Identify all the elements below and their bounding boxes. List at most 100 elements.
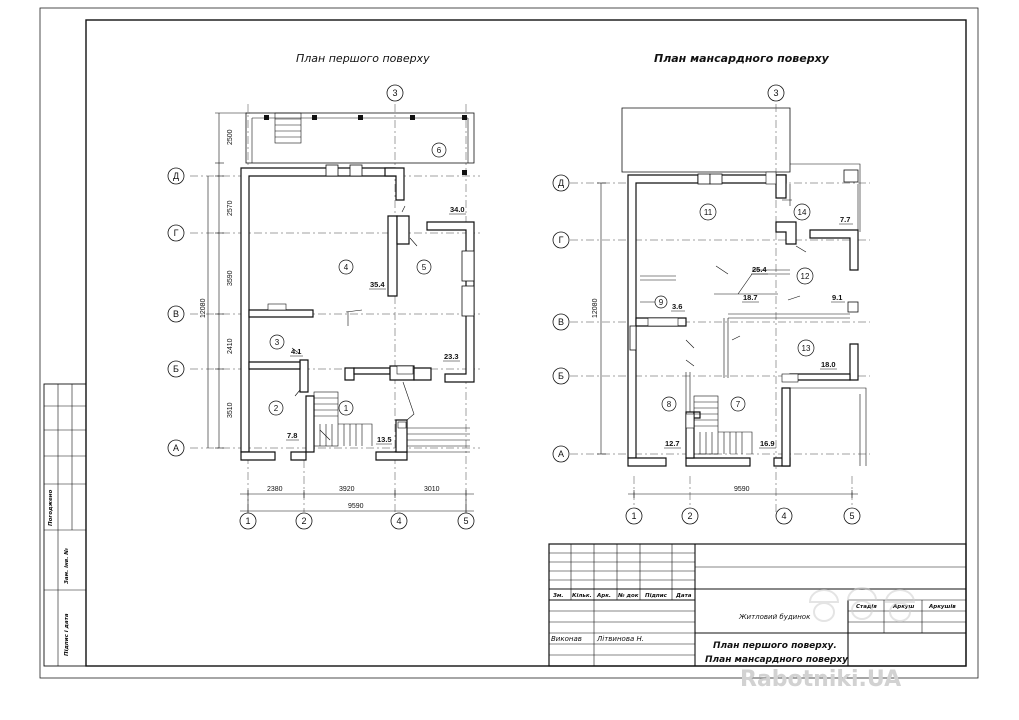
area-room-12-a: 18.7 [743,293,758,302]
svg-text:9590: 9590 [348,503,364,510]
attic-axis-marker-col-3: 3 [767,84,785,102]
axis-marker-col-5: 5 [457,512,475,530]
attic-axis-marker-col-1: 1 [625,507,643,525]
sheet-border [39,7,979,679]
svg-text:А: А [173,443,179,453]
room-marker-7: 7 [730,396,746,412]
internal-stair-attic [693,395,753,455]
area-room-9: 3.6 [672,302,682,311]
axis-marker-col-4: 4 [390,512,408,530]
attic-axis-marker-col-2: 2 [681,507,699,525]
svg-text:3: 3 [275,338,280,347]
first-floor-plan: План першого поверху [167,52,480,530]
area-room-8: 12.7 [665,439,680,448]
tb-header-sheet: Арк. [596,593,611,599]
svg-text:6: 6 [437,146,442,155]
first-floor-bottom-dimensions: 2380 3920 3010 9590 [240,486,474,514]
svg-text:12080: 12080 [592,298,599,318]
room-marker-2: 2 [268,400,284,416]
area-room-3: 4.1 [291,347,301,356]
svg-text:4: 4 [781,511,786,521]
tb-header-sign: Підпис [645,593,668,599]
room-marker-6: 6 [431,142,447,158]
room-marker-14: 14 [793,203,811,221]
axis-marker-col-2: 2 [295,512,313,530]
room-marker-12: 12 [796,267,814,285]
watermark-helmets [808,587,916,622]
axis-marker-row-a: А [167,439,185,457]
watermark-text: Rabotniki.UA [740,667,901,692]
svg-text:2: 2 [274,404,279,413]
area-room-11: 25.4 [752,265,767,274]
tb-performed-label: Виконав [551,635,582,643]
svg-text:1: 1 [631,511,636,521]
drawing-frame [85,19,967,667]
svg-text:2500: 2500 [227,129,234,145]
svg-text:В: В [173,309,179,319]
first-floor-left-dimensions: 2500 2570 3590 2410 3510 12080 [200,112,250,449]
attic-axis-marker-row-a: А [552,445,570,463]
svg-text:Б: Б [173,364,179,374]
svg-text:9: 9 [659,298,664,307]
tb-header-date: Дата [675,593,692,599]
svg-text:3: 3 [773,88,778,98]
tb-stage: Стадія [856,604,877,610]
room-marker-5: 5 [416,259,432,275]
svg-text:5: 5 [849,511,854,521]
area-room-5: 23.3 [444,352,459,361]
attic-dimensions: 12080 9590 [592,182,858,498]
terrace-steps [274,112,302,144]
tb-header-doc: № док [617,592,639,599]
room-marker-4: 4 [338,259,354,275]
room-marker-11: 11 [699,203,717,221]
svg-text:2: 2 [687,511,692,521]
entrance-steps [407,427,470,453]
svg-text:13: 13 [802,344,811,353]
attic-floor-title: План мансардного поверху [654,52,830,65]
svg-text:В: В [558,317,564,327]
side-stamp-agreed: Погоджено [48,490,54,526]
svg-text:2410: 2410 [227,338,234,354]
svg-text:2: 2 [301,516,306,526]
svg-text:4: 4 [344,263,349,272]
svg-text:8: 8 [667,400,672,409]
tb-sheets: Аркушів [928,604,956,610]
svg-text:4: 4 [396,516,401,526]
axis-marker-col-3: 3 [386,84,404,102]
svg-text:1: 1 [245,516,250,526]
svg-text:Г: Г [559,235,564,245]
svg-text:Д: Д [558,178,564,188]
svg-text:А: А [558,449,564,459]
attic-axis-marker-col-5: 5 [843,507,861,525]
side-stamp: Погоджено Зам. інв. № Підпис і дата [43,383,87,667]
area-room-13: 18.0 [821,360,836,369]
room-marker-13: 13 [797,339,815,357]
svg-text:Д: Д [173,171,179,181]
tb-performer: Літвинова Н. [596,635,644,643]
attic-axis-marker-row-v: В [552,313,570,331]
area-room-2: 7.8 [287,431,297,440]
attic-axis-marker-row-d: Д [552,174,570,192]
axis-marker-row-b: Б [167,360,185,378]
tb-header-change: Зм. [553,593,564,599]
svg-text:14: 14 [798,208,807,217]
area-room-4: 35.4 [370,280,385,289]
room-marker-3: 3 [269,334,285,350]
svg-text:3590: 3590 [227,270,234,286]
attic-floor-plan: План мансардного поверху [552,52,870,525]
tb-project-name: Житловий будинок [738,613,811,621]
side-stamp-inv: Зам. інв. № [63,548,70,584]
area-room-12: 9.1 [832,293,842,302]
area-room-1: 13.5 [377,435,392,444]
axis-marker-col-1: 1 [239,512,257,530]
axis-marker-row-v: В [167,305,185,323]
area-room-7: 16.9 [760,439,775,448]
svg-text:2380: 2380 [267,486,283,493]
svg-text:12: 12 [801,272,810,281]
svg-text:7: 7 [736,400,741,409]
internal-stair-first-floor [313,391,373,447]
svg-text:12080: 12080 [200,298,207,318]
tb-sheet: Аркуш [892,604,915,610]
tb-drawing-title-1: План першого поверху. [713,641,837,651]
